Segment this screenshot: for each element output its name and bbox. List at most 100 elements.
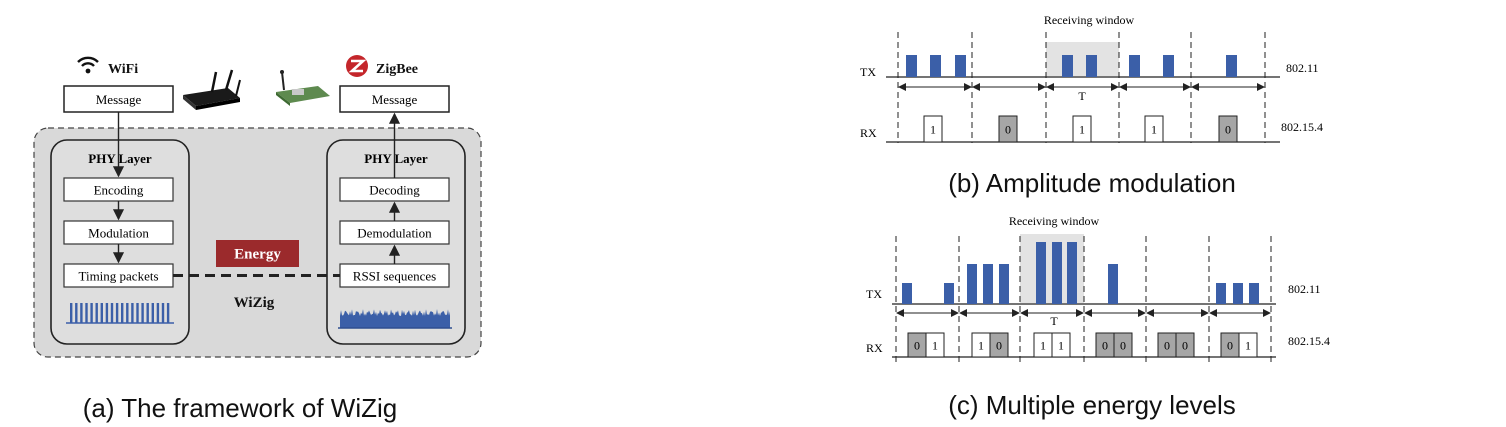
encoding-block: Encoding [94,183,144,198]
timing-pulse [95,303,98,323]
tx-packet-bar-5 [1129,55,1140,77]
rx-bit-box-2 [1072,115,1092,143]
modulation-block: Modulation [88,226,149,241]
timing-packets-block: Timing packets [78,269,158,284]
rx-bit-value-0: 1 [930,123,936,137]
timing-pulse [166,303,170,323]
tx-packet-bar-6 [1163,55,1174,77]
tx-packet-bar-5 [1036,242,1046,304]
zigbee-board-icon [276,70,330,106]
phy-label-right: PHY Layer [364,151,428,166]
receiving-window-label-c: Receiving window [1009,214,1100,228]
rx-bit-box-4 [1218,115,1238,143]
rx-bit-value-4: 1 [1040,339,1046,353]
tx-packet-bar-10 [1233,283,1243,304]
rx-protocol-c: 802.15.4 [1288,334,1330,348]
timing-pulse [136,303,139,323]
rx-bit-box-3 [1144,115,1164,143]
timing-pulse [80,303,83,323]
timing-pulse [161,303,165,323]
panel-c-multiple-energy-levels: Receiving window TX RX 802.11 802.15.4 T… [866,214,1330,420]
receiving-window-shade [1046,42,1119,76]
tx-packet-bar-2 [955,55,966,77]
rx-protocol-b: 802.15.4 [1281,120,1323,134]
tx-packet-bar-11 [1249,283,1259,304]
tx-protocol-b: 802.11 [1286,61,1319,75]
tx-packet-bar-9 [1216,283,1226,304]
demodulation-block: Demodulation [357,226,432,241]
caption-c: (c) Multiple energy levels [948,390,1236,420]
rx-bit-value-9: 0 [1182,339,1188,353]
rx-bit-value-10: 0 [1227,339,1233,353]
tx-packet-bar-7 [1226,55,1237,77]
rx-bit-value-4: 0 [1225,123,1231,137]
caption-a: (a) The framework of WiZig [83,393,397,423]
rx-bit-value-3: 0 [996,339,1002,353]
rx-bit-box-1 [998,115,1018,143]
tx-protocol-c: 802.11 [1288,282,1321,296]
timing-pulse [131,303,134,323]
rx-bit-value-5: 1 [1058,339,1064,353]
timing-pulse [105,303,109,323]
rx-bit-box-7 [1113,332,1133,358]
wifi-label: WiFi [108,62,138,77]
timing-pulse [151,303,154,323]
tx-packet-bar-0 [902,283,912,304]
tx-label-c: TX [866,287,882,301]
timing-pulse-train [66,303,174,324]
tx-packet-bar-1 [944,283,954,304]
wifi-icon [77,56,99,74]
caption-b: (b) Amplitude modulation [948,168,1236,198]
rx-bit-value-0: 0 [914,339,920,353]
rx-bit-value-1: 0 [1005,123,1011,137]
rssi-signal [340,309,450,328]
router-icon [183,69,241,110]
rx-bit-box-9 [1175,332,1195,358]
panel-a-framework: WiFi ZigBee Message Message [33,55,482,423]
timing-pulse [146,303,149,323]
tx-packet-bar-4 [1086,55,1097,77]
tx-packet-bar-3 [983,264,993,304]
timing-pulse [121,303,124,323]
rx-bit-value-2: 1 [1079,123,1085,137]
rssi-sequences-block: RSSI sequences [353,269,436,284]
zigbee-logo-icon [346,55,368,77]
tx-packet-bar-3 [1062,55,1073,77]
receiving-window-label-b: Receiving window [1044,13,1135,27]
tx-packet-bar-6 [1052,242,1062,304]
message-left: Message [96,92,142,107]
timing-pulse [141,303,144,323]
timing-pulse [100,303,103,323]
energy-badge [216,240,299,267]
tx-packet-bar-7 [1067,242,1077,304]
energy-label: Energy [234,247,281,263]
rx-bit-value-7: 0 [1120,339,1126,353]
tx-packet-bar-2 [967,264,977,304]
timing-pulse [70,303,73,323]
rx-label-b: RX [860,126,877,140]
panel-b-amplitude-modulation: Receiving window TX RX 802.11 802.15.4 T… [860,13,1323,198]
timing-pulse [115,303,119,323]
rx-bit-value-3: 1 [1151,123,1157,137]
rx-bit-box-3 [989,332,1009,358]
phy-label-left: PHY Layer [88,151,152,166]
rx-bit-value-2: 1 [978,339,984,353]
period-label-b: T [1078,89,1086,103]
timing-pulse [90,303,93,323]
timing-pulse [126,303,129,323]
rx-bit-box-11 [1238,332,1258,358]
tx-packet-bar-8 [1108,264,1118,304]
wizig-label: WiZig [234,295,275,311]
rx-bit-box-5 [1051,332,1071,358]
rx-label-c: RX [866,341,883,355]
tx-packet-bar-1 [930,55,941,77]
tx-packet-bar-0 [906,55,917,77]
rx-bit-value-8: 0 [1164,339,1170,353]
timing-pulse [75,303,78,323]
period-label-c: T [1050,314,1058,328]
tx-label-b: TX [860,65,876,79]
tx-packet-bar-4 [999,264,1009,304]
message-right: Message [372,92,418,107]
rx-bit-box-0 [923,115,943,143]
